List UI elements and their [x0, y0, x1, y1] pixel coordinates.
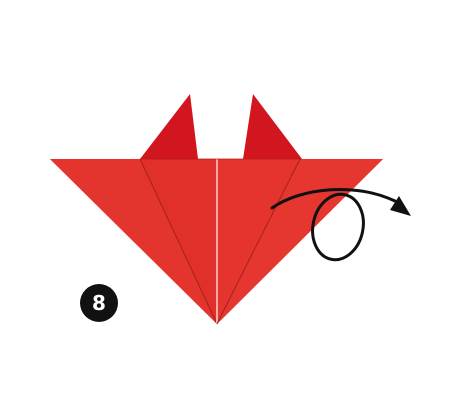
left-side-flap [50, 159, 217, 324]
right-ear-flap [243, 94, 302, 159]
left-crease-line [139, 158, 218, 325]
step-number-badge-icon: 8 [80, 284, 118, 322]
right-crease-line [216, 158, 301, 325]
step-number-label: 8 [92, 291, 106, 315]
right-side-flap [217, 159, 383, 324]
left-ear-flap [140, 94, 198, 159]
turn-over-arrow-icon [270, 187, 411, 262]
